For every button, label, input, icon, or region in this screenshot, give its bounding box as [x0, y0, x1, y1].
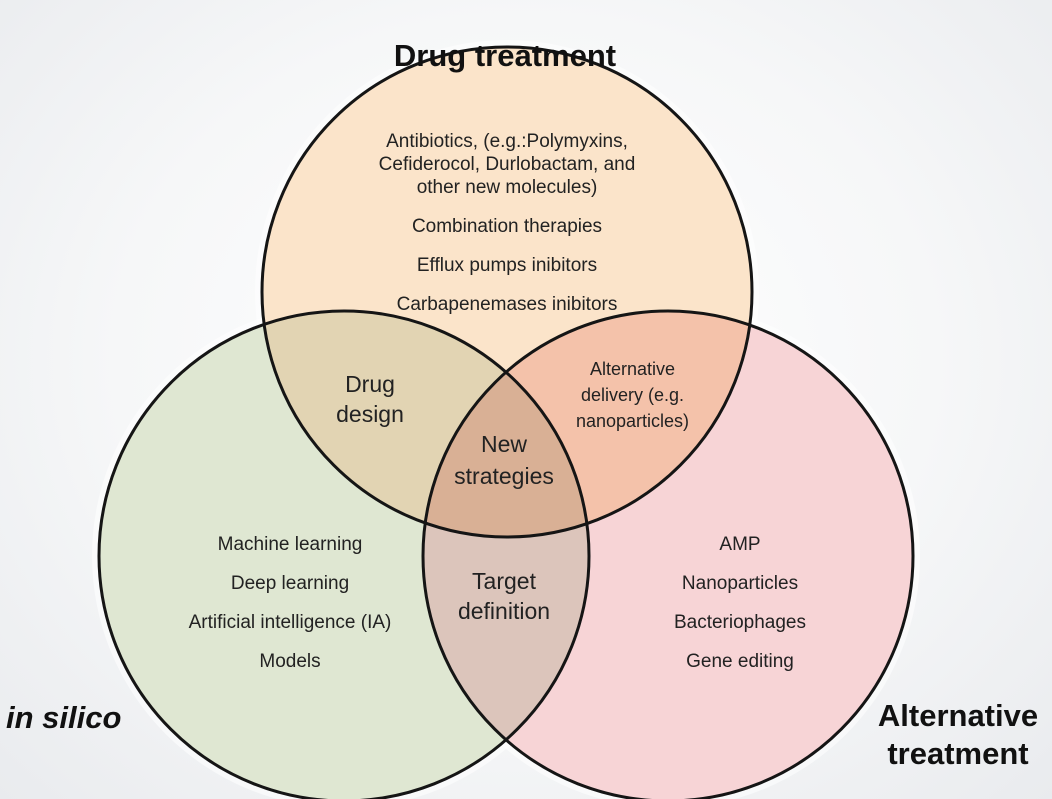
- drug-item: other new molecules): [416, 177, 598, 198]
- drug-item: Efflux pumps inibitors: [416, 255, 598, 276]
- in-silico-title: in silico: [6, 700, 122, 735]
- new-strategies-line: strategies: [454, 463, 554, 489]
- alt-delivery-line: Alternative: [589, 359, 676, 379]
- new-strategies-overlap: [423, 311, 589, 537]
- drug-treatment-title: Drug treatment: [393, 38, 617, 73]
- silico-item: Artificial intelligence (IA): [188, 612, 392, 633]
- drug-design-line: design: [336, 401, 404, 427]
- drug-item: Cefiderocol, Durlobactam, and: [378, 154, 636, 175]
- alternative-treatment-title-line1: Alternative: [877, 698, 1039, 733]
- alternative-treatment-title: Alternative treatment: [858, 697, 1052, 773]
- alternative-treatment-items: AMP Nanoparticles Bacteriophages Gene ed…: [610, 525, 870, 681]
- alt-delivery-line: nanoparticles): [575, 411, 690, 431]
- drug-design-label: Drug design: [300, 369, 440, 429]
- target-definition-line: Target: [472, 568, 536, 594]
- drug-item: Combination therapies: [411, 216, 603, 237]
- drug-design-line: Drug: [345, 371, 395, 397]
- target-definition-line: definition: [457, 598, 551, 624]
- drug-item: Antibiotics, (e.g.:Polymyxins,: [386, 131, 628, 152]
- drug-treatment-items: Antibiotics, (e.g.:Polymyxins, Cefideroc…: [305, 130, 709, 316]
- alt-item: Gene editing: [686, 651, 794, 672]
- new-strategies-line: New: [480, 431, 527, 457]
- silico-item: Machine learning: [217, 534, 363, 555]
- in-silico-items: Machine learning Deep learning Artificia…: [140, 525, 440, 681]
- alternative-treatment-title-line2: treatment: [887, 736, 1029, 771]
- alternative-delivery-label: Alternative delivery (e.g. nanoparticles…: [550, 356, 715, 434]
- new-strategies-label: New strategies: [434, 428, 574, 492]
- silico-item: Models: [259, 651, 321, 672]
- alt-item: Bacteriophages: [673, 612, 807, 633]
- alt-delivery-line: delivery (e.g.: [580, 385, 685, 405]
- alt-item: AMP: [719, 534, 761, 555]
- silico-item: Deep learning: [230, 573, 350, 594]
- target-definition-label: Target definition: [434, 566, 574, 626]
- drug-item: Carbapenemases inibitors: [396, 294, 618, 315]
- alt-item: Nanoparticles: [681, 573, 799, 594]
